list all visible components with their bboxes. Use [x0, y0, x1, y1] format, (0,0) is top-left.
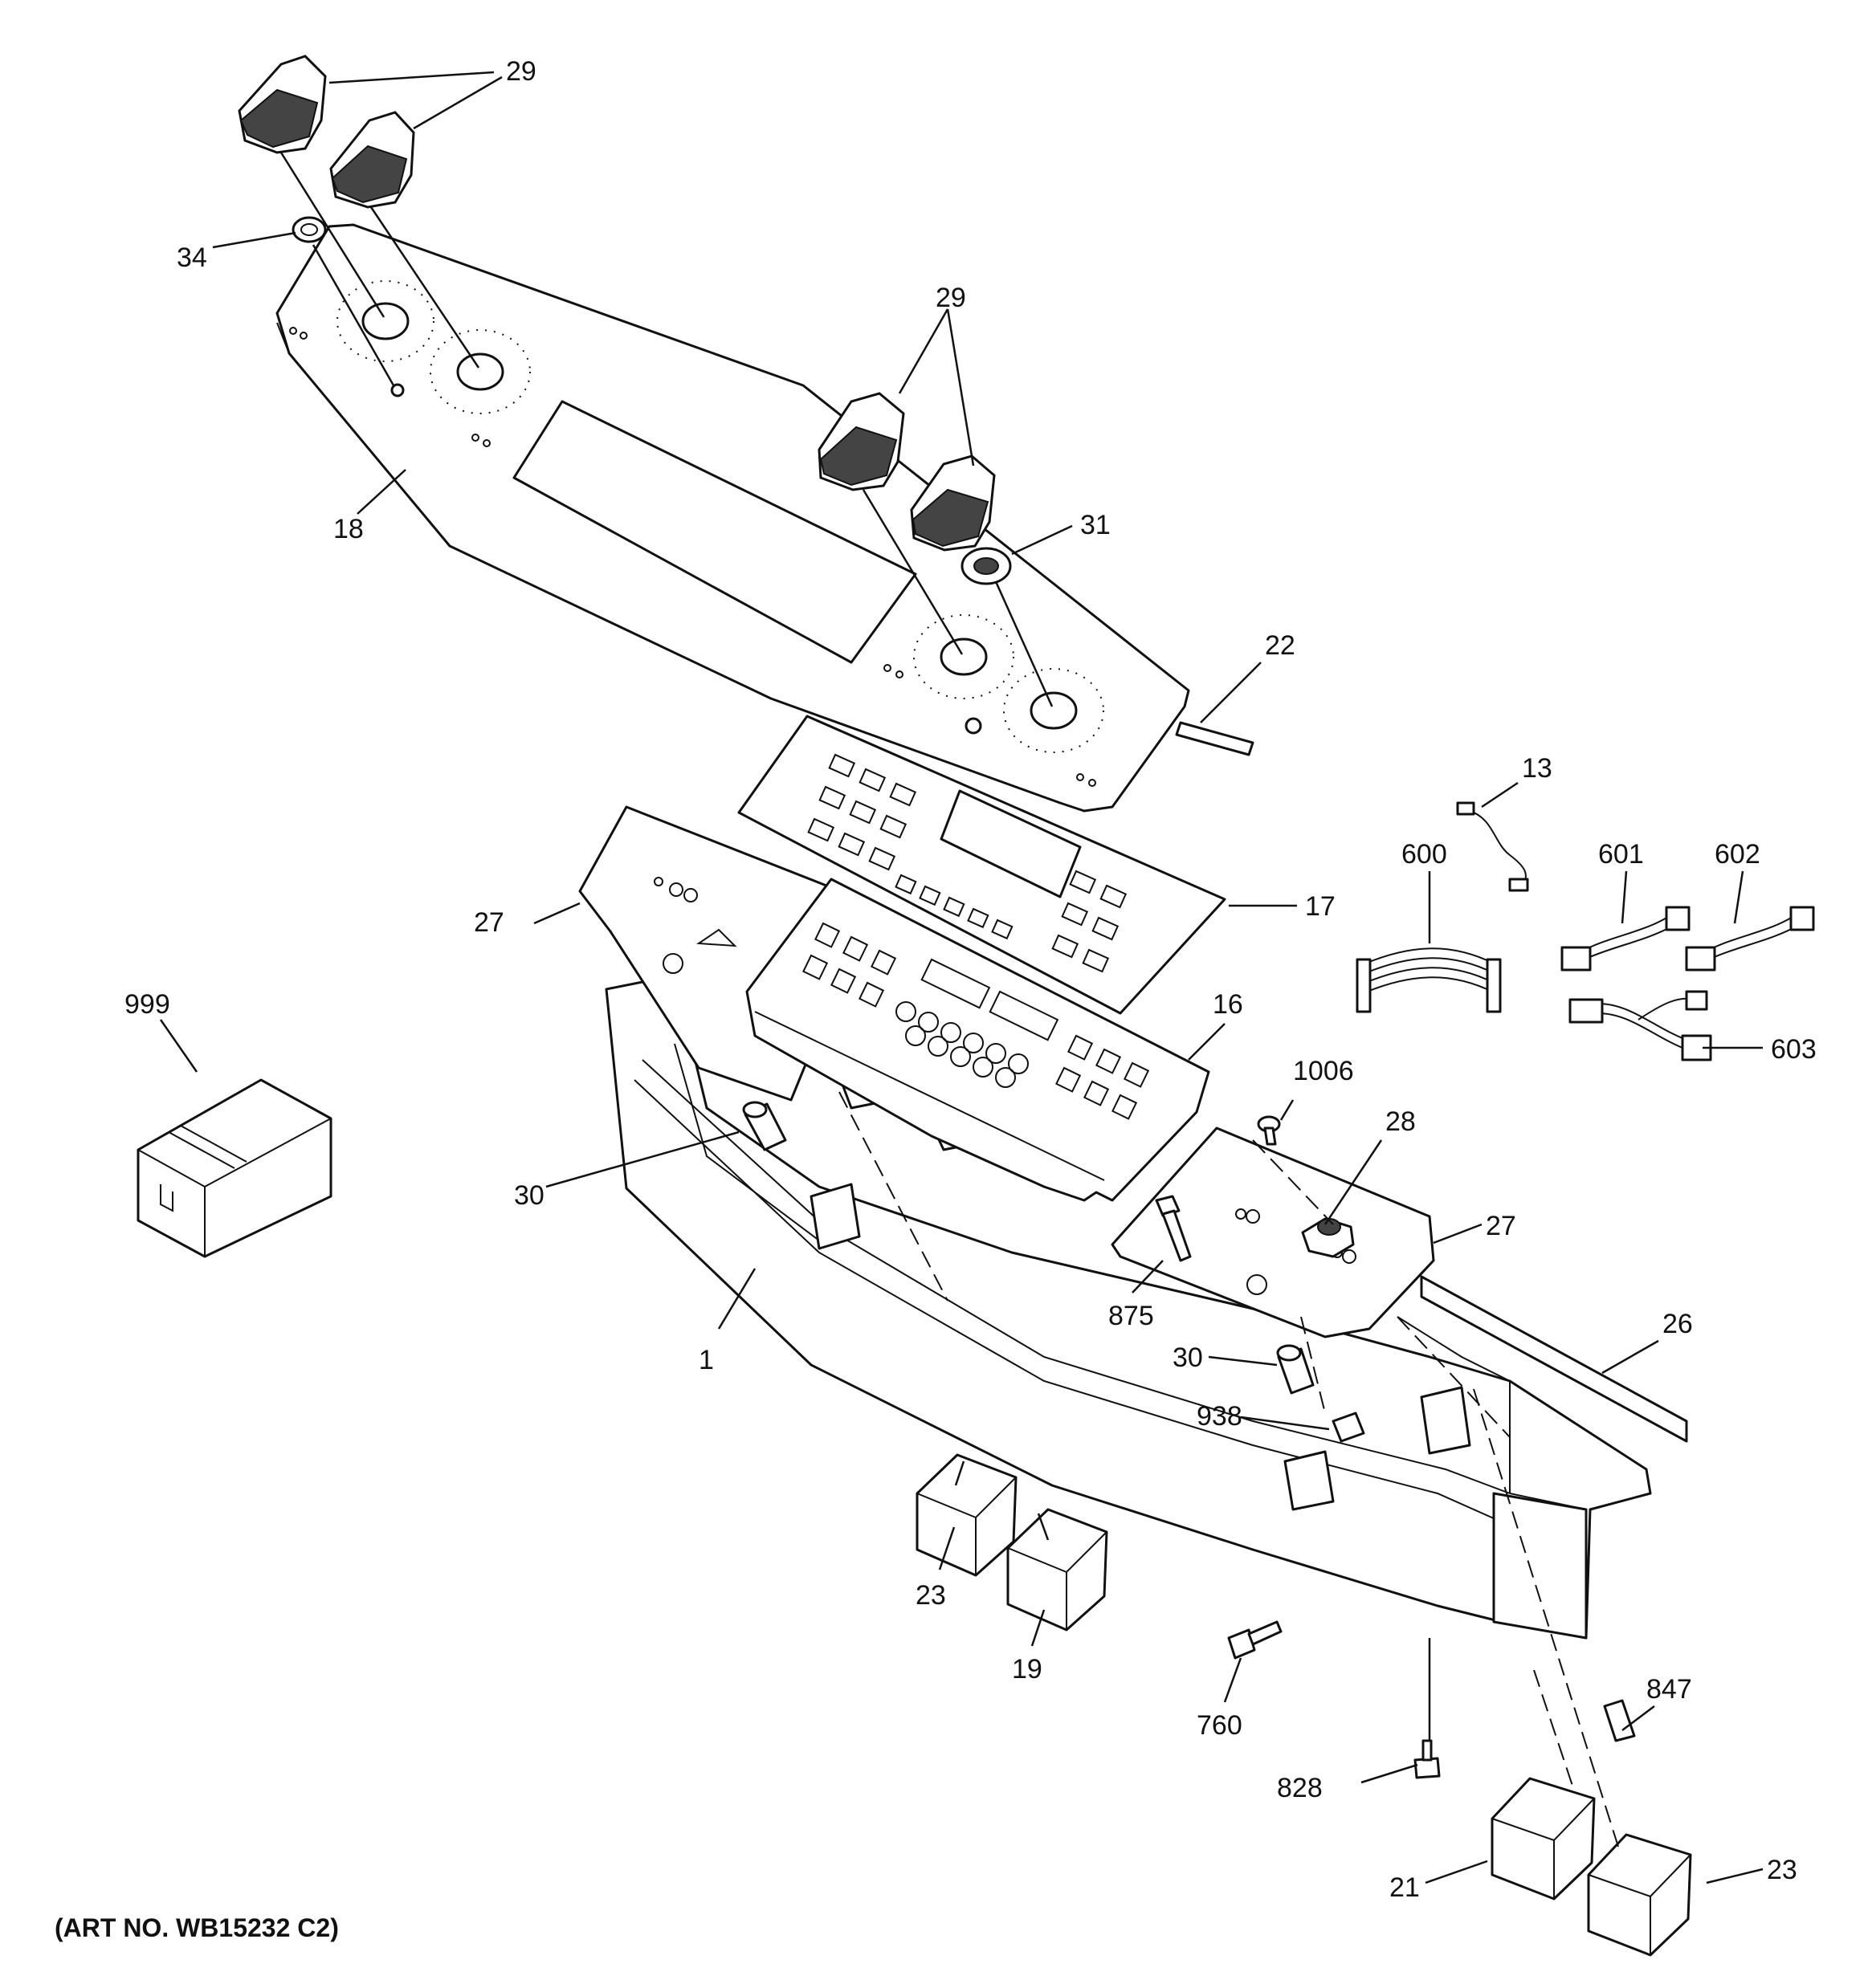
screw-part-1006: [1257, 1115, 1281, 1146]
switch-part-21: [1491, 1777, 1596, 1900]
socket-part-30-right: [1276, 1344, 1315, 1395]
knob-part-29-d: [910, 454, 996, 552]
callout-26: 26: [1662, 1309, 1693, 1339]
literature-box-part-999: [137, 1078, 332, 1258]
screw-part-760: [1227, 1620, 1283, 1660]
callout-999: 999: [124, 989, 170, 1020]
callout-1006: 1006: [1293, 1056, 1354, 1086]
callout-34: 34: [177, 242, 207, 273]
callout-18: 18: [333, 514, 364, 544]
art-number: (ART NO. WB15232 C2): [55, 1913, 339, 1942]
callout-30b: 30: [1173, 1342, 1203, 1373]
callout-27b: 27: [1486, 1211, 1516, 1241]
callout-labels: 29 34 18 29 31 22 13 600 601 602 603 27 …: [124, 56, 1817, 1903]
harness-part-13: [1456, 801, 1529, 892]
trim-strip-part-22: [1175, 721, 1254, 756]
callout-601: 601: [1598, 839, 1644, 870]
ribbon-cable-part-600: [1356, 947, 1502, 1013]
switch-part-23-lower: [1587, 1833, 1692, 1957]
callout-16: 16: [1213, 989, 1243, 1020]
callout-938: 938: [1197, 1401, 1242, 1432]
callout-1: 1: [699, 1345, 714, 1375]
callout-17: 17: [1305, 891, 1336, 922]
callout-30a: 30: [514, 1180, 544, 1211]
control-panel-part-18: [275, 223, 1190, 813]
switch-part-23-upper: [916, 1453, 1018, 1577]
callout-600: 600: [1401, 839, 1447, 870]
callout-828: 828: [1277, 1773, 1323, 1803]
control-board-part-16: [745, 878, 1210, 1202]
socket-part-30-left: [742, 1101, 787, 1151]
callout-847: 847: [1646, 1674, 1692, 1705]
callout-31: 31: [1080, 510, 1111, 540]
harness-part-601: [1560, 906, 1691, 972]
knob-part-29-c: [818, 392, 905, 491]
callout-29b: 29: [936, 283, 966, 313]
nut-part-31: [961, 547, 1012, 585]
callout-760: 760: [1197, 1710, 1242, 1741]
harness-part-603: [1568, 990, 1712, 1061]
callout-29a: 29: [506, 56, 536, 87]
leader-lines: [159, 71, 1764, 1884]
callout-28: 28: [1385, 1106, 1416, 1137]
callout-13: 13: [1522, 753, 1552, 784]
callout-23b: 23: [1767, 1855, 1797, 1885]
screw-part-875: [1155, 1195, 1192, 1262]
switch-part-19: [1006, 1508, 1108, 1632]
callout-22: 22: [1265, 630, 1295, 661]
callout-602: 602: [1715, 839, 1760, 870]
callout-875: 875: [1108, 1301, 1154, 1331]
callout-19: 19: [1012, 1654, 1042, 1685]
clip-part-938: [1332, 1412, 1365, 1443]
knob-part-29-a: [238, 55, 327, 154]
callout-27a: 27: [474, 907, 504, 938]
callout-603: 603: [1771, 1034, 1817, 1065]
callout-21: 21: [1389, 1872, 1420, 1903]
washer-part-34: [292, 216, 327, 243]
callout-23a: 23: [916, 1580, 946, 1611]
membrane-overlay-part-17: [737, 715, 1226, 1015]
screw-part-847: [1603, 1699, 1636, 1742]
knob-part-29-b: [329, 111, 415, 209]
harness-part-602: [1685, 906, 1815, 972]
screw-part-828: [1413, 1739, 1441, 1779]
